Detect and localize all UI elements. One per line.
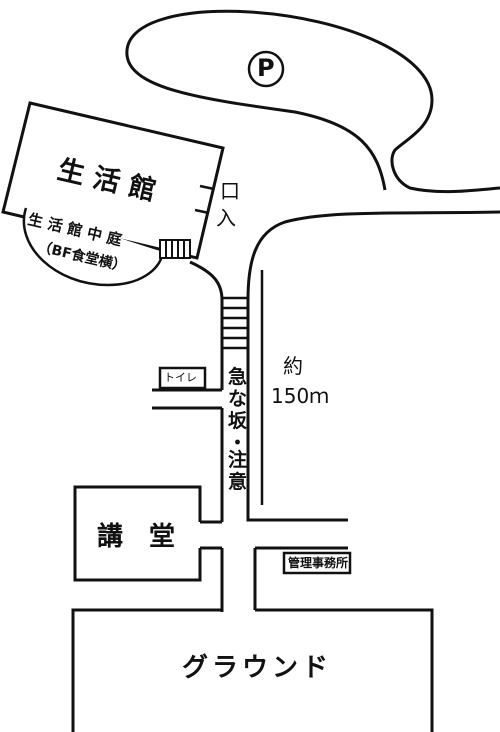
entrance-label-char: 口 [220, 179, 240, 203]
entrance-door-mark [194, 208, 210, 215]
slope-warning-char: 急 [228, 366, 248, 388]
parking-icon [247, 50, 285, 88]
kodo-label: 講 堂 [97, 522, 176, 552]
entrance-door-mark [199, 184, 215, 191]
road-left-edge [189, 260, 224, 612]
parking-area-outline [125, 9, 500, 194]
ground-area [71, 608, 434, 732]
kanri-office-label: 管理事務所 [288, 556, 349, 570]
toilet-building [158, 366, 207, 390]
distance-label-line1: 約 [283, 354, 303, 378]
toilet-label: トイレ [164, 371, 197, 384]
slope-warning-char: ・ [228, 432, 248, 454]
kanri-office-building [282, 551, 352, 575]
entrance-label-char: 入 [216, 206, 236, 230]
road-upper-edge [217, 188, 385, 193]
slope-warning-char: 注 [228, 449, 248, 471]
courtyard-stairs [159, 239, 191, 259]
courtyard-outline [22, 207, 165, 287]
parking-label: P [257, 54, 275, 82]
kodo-building [73, 485, 202, 582]
slope-warning-char: 坂 [228, 410, 248, 432]
road-right-edge [246, 210, 500, 610]
distance-label-line2: 150ｍ [271, 384, 330, 408]
slope-stairs [222, 296, 248, 350]
ground-label: グラウンド [182, 653, 333, 683]
slope-warning-char: 意 [228, 471, 248, 493]
slope-warning-char: な [228, 388, 248, 410]
